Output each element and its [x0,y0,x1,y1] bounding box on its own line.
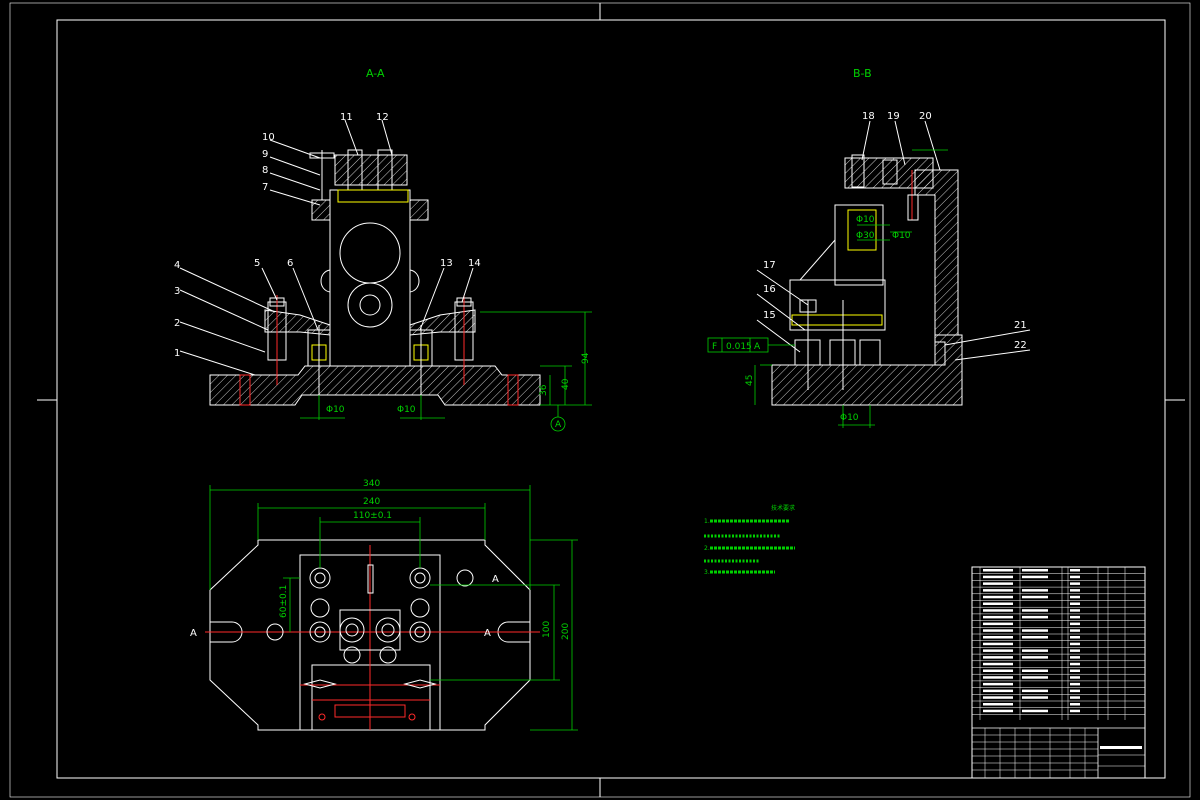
tolerance-frame: F 0.015 A [707,337,795,353]
tol-datum: A [754,342,761,352]
balloon-1: 1 [174,348,180,359]
dim-94: 94 [581,352,591,364]
notes-line-1: 1. [704,518,710,525]
dim-phi30: Φ30 [856,231,875,241]
balloon-13: 13 [440,258,453,269]
datum-label: A [555,420,562,430]
section-mark-a-top: A [492,574,499,585]
section-bb-title: B-B [853,67,872,80]
balloon-8: 8 [262,165,268,176]
balloon-18: 18 [862,111,875,122]
balloon-4: 4 [174,260,180,271]
dim-phi10-e: Φ10 [892,231,911,241]
dim-60: 60±0.1 [279,585,289,618]
technical-notes: 技术要求 1. 2. 3. [704,504,795,576]
notes-line-3: 2. [704,545,710,552]
balloon-6: 6 [287,258,293,269]
title-block [971,566,1146,779]
datum-circle [550,416,566,432]
dim-phi10-c: Φ10 [840,413,859,423]
balloon-9: 9 [262,149,268,160]
dim-phi10-d: Φ10 [856,215,875,225]
tol-value: 0.015 [726,342,752,352]
balloon-7: 7 [262,182,268,193]
balloon-20: 20 [919,111,932,122]
section-mark-a-left: A [190,628,197,639]
dim-110: 110±0.1 [353,511,392,521]
balloon-21: 21 [1014,320,1027,331]
dim-240: 240 [363,497,380,507]
dim-340: 340 [363,479,380,489]
section-aa-view: A-A [174,67,592,432]
section-bb-view: B-B 15 16 17 18 19 [707,67,1031,428]
notes-line-5: 3. [704,569,710,576]
dim-200: 200 [561,623,571,640]
balloon-19: 19 [887,111,900,122]
balloon-22: 22 [1014,340,1027,351]
dim-40: 40 [561,378,571,390]
balloon-15: 15 [763,310,776,321]
balloon-3: 3 [174,286,180,297]
dim-100: 100 [542,621,552,638]
balloon-11: 11 [340,112,353,123]
balloon-16: 16 [763,284,776,295]
balloon-17: 17 [763,260,776,271]
dim-phi10-a: Φ10 [326,405,345,415]
dim-phi10-b: Φ10 [397,405,416,415]
notes-title: 技术要求 [771,504,795,512]
dim-36: 36 [539,384,549,396]
balloon-12: 12 [376,112,389,123]
sheet-border [9,2,1191,798]
section-aa-title: A-A [366,67,385,80]
balloon-5: 5 [254,258,260,269]
balloon-2: 2 [174,318,180,329]
balloon-14: 14 [468,258,481,269]
section-mark-a-right: A [484,628,491,639]
tol-symbol: F [712,342,717,352]
balloon-10: 10 [262,132,275,143]
dim-45: 45 [745,375,755,386]
plan-view: 340 240 110±0.1 200 100 60±0.1 A A A [190,479,578,731]
